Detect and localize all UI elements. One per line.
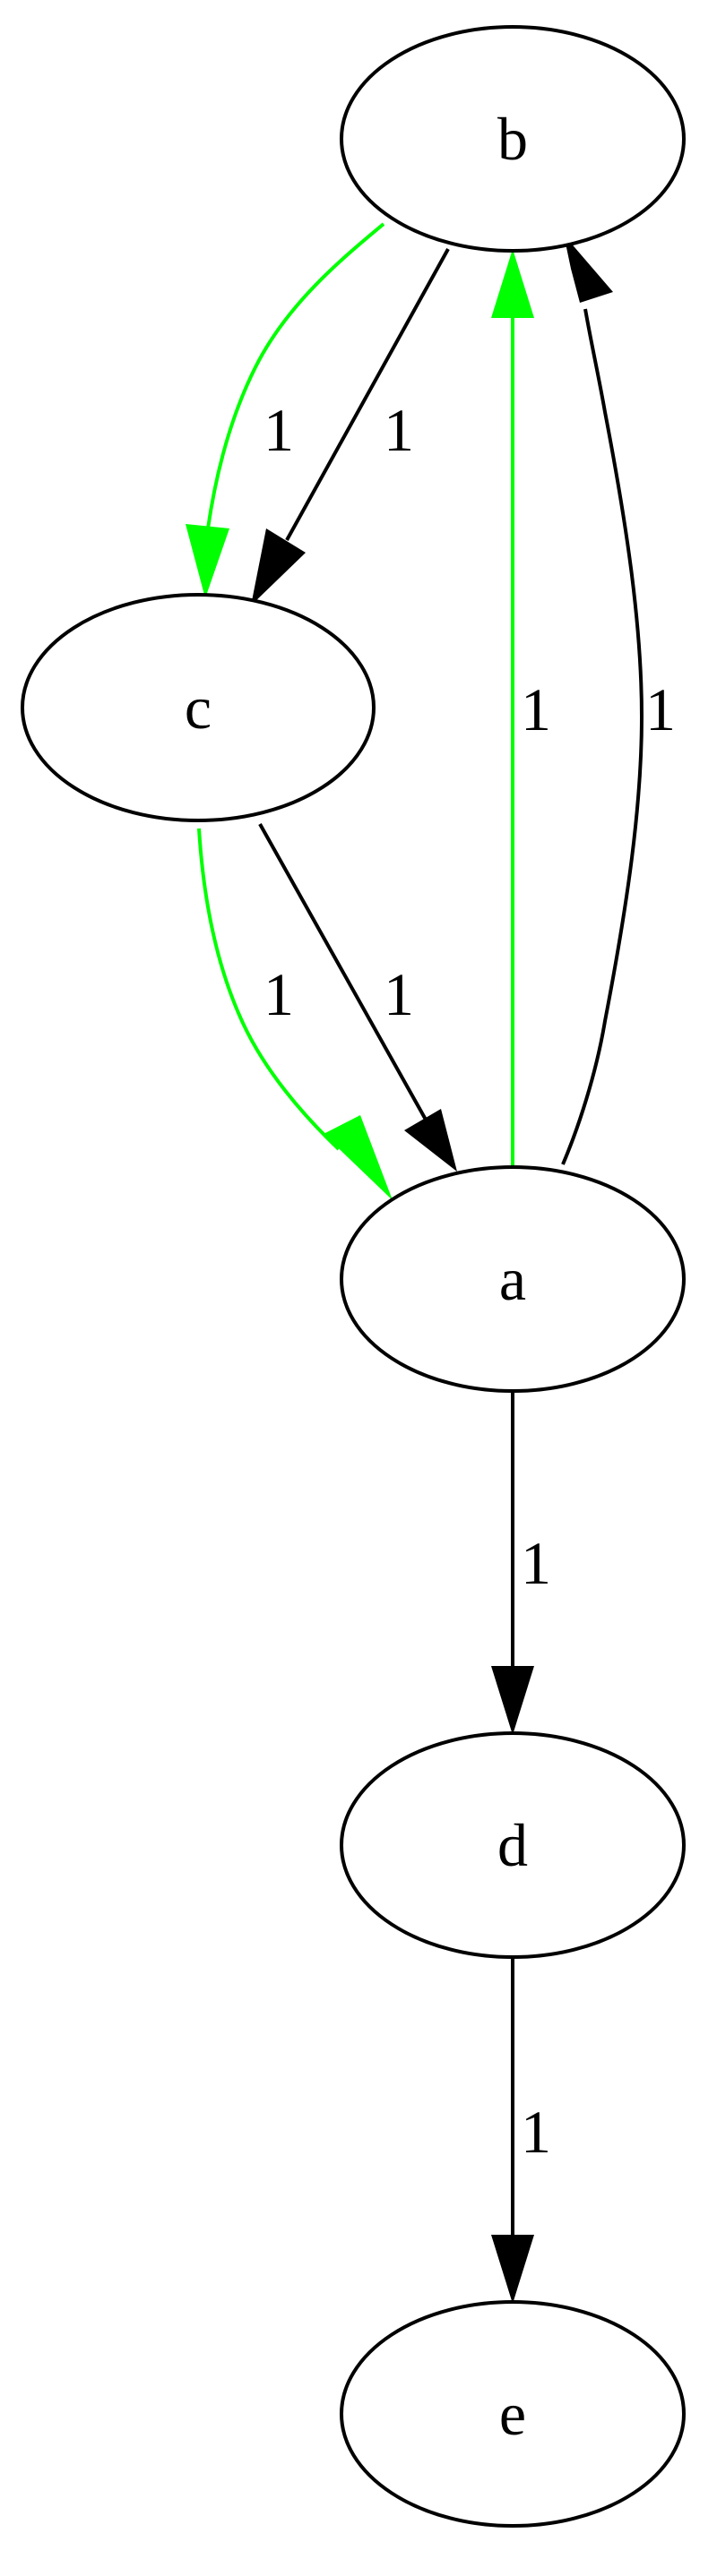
node-c[interactable]: c xyxy=(21,593,376,822)
edge-c-a-black-line xyxy=(258,823,428,1121)
edge-b-c-green[interactable]: 1 xyxy=(186,222,385,598)
edge-a-d-label: 1 xyxy=(521,1529,551,1597)
edge-d-e-label: 1 xyxy=(521,2098,551,2166)
edge-a-b-black-label: 1 xyxy=(645,675,676,743)
edge-a-b-green[interactable]: 1 xyxy=(491,249,551,1166)
edge-a-b-black-line xyxy=(561,308,644,1165)
edge-a-b-green-arrowhead xyxy=(491,249,534,318)
edge-a-d-arrowhead xyxy=(491,1666,534,1735)
node-b-label: b xyxy=(497,105,528,173)
node-d-label: d xyxy=(497,1811,528,1879)
edge-d-e[interactable]: 1 xyxy=(491,1957,551,2304)
node-a-ellipse xyxy=(340,1165,686,1393)
edge-a-b-black[interactable]: 1 xyxy=(561,235,676,1165)
node-b[interactable]: b xyxy=(340,25,686,253)
node-b-ellipse xyxy=(340,25,686,253)
edge-b-c-black[interactable]: 1 xyxy=(251,248,450,605)
edge-c-a-black[interactable]: 1 xyxy=(258,823,457,1172)
edge-b-c-black-line xyxy=(285,248,450,541)
node-a[interactable]: a xyxy=(340,1165,686,1393)
edge-a-b-black-arrowhead xyxy=(564,235,613,303)
edge-c-a-green-line xyxy=(197,828,341,1151)
edge-c-a-black-arrowhead xyxy=(404,1109,457,1172)
edge-c-a-black-label: 1 xyxy=(384,960,414,1028)
edge-a-d[interactable]: 1 xyxy=(491,1393,551,1735)
node-d[interactable]: d xyxy=(340,1731,686,1959)
edge-b-c-green-line xyxy=(206,222,385,529)
edge-c-a-green-arrowhead xyxy=(324,1115,393,1200)
edge-c-a-green-label: 1 xyxy=(263,960,294,1028)
edge-b-c-green-arrowhead xyxy=(186,524,229,598)
node-e[interactable]: e xyxy=(340,2300,686,2528)
edge-d-e-arrowhead xyxy=(491,2235,534,2304)
edge-a-b-green-label: 1 xyxy=(521,675,551,743)
edge-c-a-green[interactable]: 1 xyxy=(197,828,393,1200)
node-a-label: a xyxy=(499,1245,526,1313)
node-d-ellipse xyxy=(340,1731,686,1959)
edge-b-c-black-label: 1 xyxy=(384,396,414,464)
node-c-label: c xyxy=(185,674,212,742)
edge-b-c-green-label: 1 xyxy=(263,396,294,464)
edge-b-c-black-arrowhead xyxy=(251,528,306,605)
node-c-ellipse xyxy=(21,593,376,822)
node-e-ellipse xyxy=(340,2300,686,2528)
node-e-label: e xyxy=(499,2380,526,2448)
